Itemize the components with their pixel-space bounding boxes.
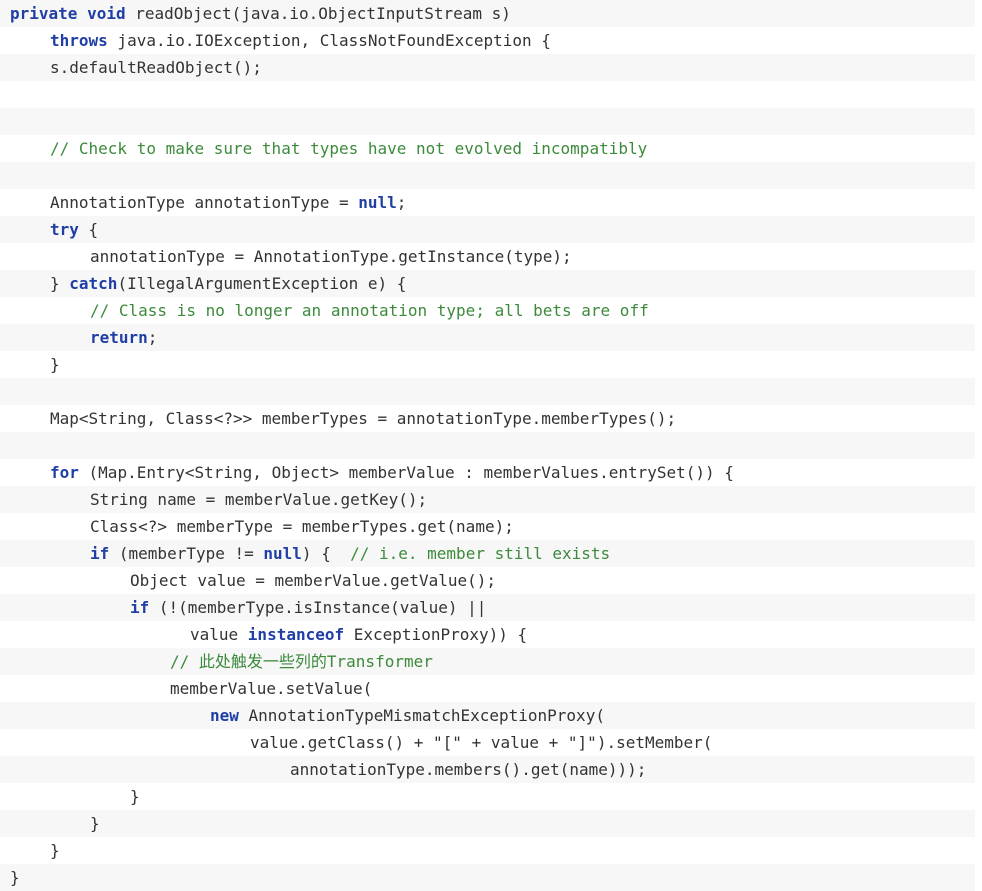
code-line: try { bbox=[0, 216, 975, 243]
code-token-plain: ; bbox=[396, 193, 407, 212]
code-line bbox=[0, 432, 975, 459]
code-token-plain: java.io.IOException, ClassNotFoundExcept… bbox=[107, 31, 551, 50]
code-token-kw: null bbox=[358, 193, 397, 212]
code-token-comment: // i.e. member still exists bbox=[350, 544, 611, 563]
code-token-kw: catch bbox=[69, 274, 118, 293]
code-token-plain: { bbox=[78, 220, 99, 239]
code-line bbox=[0, 162, 975, 189]
code-token-plain: readObject(java.io.ObjectInputStream s) bbox=[125, 4, 511, 23]
code-line: } bbox=[0, 837, 975, 864]
code-token-plain: Map<String, Class<?>> memberTypes = anno… bbox=[50, 409, 677, 428]
code-token-plain: AnnotationTypeMismatchExceptionProxy( bbox=[238, 706, 605, 725]
code-line bbox=[0, 108, 975, 135]
code-token-plain bbox=[77, 4, 87, 23]
code-token-plain: } bbox=[50, 355, 60, 374]
code-token-kw: try bbox=[50, 220, 79, 239]
code-token-plain: (memberType != bbox=[109, 544, 264, 563]
code-token-comment: // Class is no longer an annotation type… bbox=[90, 301, 649, 320]
code-line: } bbox=[0, 810, 975, 837]
code-token-string: "[" bbox=[433, 733, 462, 752]
code-token-kw: return bbox=[90, 328, 148, 347]
code-line: Object value = memberValue.getValue(); bbox=[0, 567, 975, 594]
code-token-kw: if bbox=[90, 544, 110, 563]
code-token-plain: (Map.Entry<String, Object> memberValue :… bbox=[78, 463, 734, 482]
code-token-comment: // Check to make sure that types have no… bbox=[50, 139, 648, 158]
code-token-kw: for bbox=[50, 463, 79, 482]
code-token-kw: null bbox=[263, 544, 302, 563]
code-token-plain: s.defaultReadObject(); bbox=[50, 58, 262, 77]
code-line: } bbox=[0, 864, 975, 891]
code-line: } catch(IllegalArgumentException e) { bbox=[0, 270, 975, 297]
code-token-string: "]" bbox=[567, 733, 597, 752]
code-token-kw: void bbox=[87, 4, 126, 23]
code-line: // Check to make sure that types have no… bbox=[0, 135, 975, 162]
code-token-comment: // 此处触发一些列的Transformer bbox=[170, 652, 433, 671]
code-token-plain: (!(memberType.isInstance(value) || bbox=[149, 598, 487, 617]
code-token-plain: value.getClass() + bbox=[250, 733, 434, 752]
code-line: throws java.io.IOException, ClassNotFoun… bbox=[0, 27, 975, 54]
code-token-kw: private bbox=[10, 4, 78, 23]
code-token-plain: memberValue.setValue( bbox=[170, 679, 373, 698]
code-line: if (!(memberType.isInstance(value) || bbox=[0, 594, 975, 621]
code-token-plain: ExceptionProxy)) { bbox=[344, 625, 528, 644]
code-token-plain: ).setMember( bbox=[596, 733, 713, 752]
code-token-plain: } bbox=[50, 841, 60, 860]
code-token-plain: value bbox=[190, 625, 248, 644]
code-line: Class<?> memberType = memberTypes.get(na… bbox=[0, 513, 975, 540]
code-token-plain: AnnotationType annotationType = bbox=[50, 193, 359, 212]
code-line: new AnnotationTypeMismatchExceptionProxy… bbox=[0, 702, 975, 729]
code-line: // 此处触发一些列的Transformer bbox=[0, 648, 975, 675]
code-line: s.defaultReadObject(); bbox=[0, 54, 975, 81]
code-token-plain: } bbox=[130, 787, 140, 806]
code-line: AnnotationType annotationType = null; bbox=[0, 189, 975, 216]
code-token-plain: } bbox=[90, 814, 100, 833]
code-line bbox=[0, 81, 975, 108]
code-token-plain: ; bbox=[147, 328, 158, 347]
code-token-plain: annotationType.members().get(name))); bbox=[290, 760, 647, 779]
code-token-plain: annotationType = AnnotationType.getInsta… bbox=[90, 247, 572, 266]
code-line: value instanceof ExceptionProxy)) { bbox=[0, 621, 975, 648]
code-token-kw: instanceof bbox=[247, 625, 345, 644]
code-line: private void readObject(java.io.ObjectIn… bbox=[0, 0, 975, 27]
code-line bbox=[0, 378, 975, 405]
code-token-plain: (IllegalArgumentException e) { bbox=[117, 274, 407, 293]
code-line: } bbox=[0, 783, 975, 810]
code-token-kw: if bbox=[130, 598, 150, 617]
code-line: String name = memberValue.getKey(); bbox=[0, 486, 975, 513]
code-line: if (memberType != null) { // i.e. member… bbox=[0, 540, 975, 567]
code-token-plain: Class<?> memberType = memberTypes.get(na… bbox=[90, 517, 514, 536]
code-line: } bbox=[0, 351, 975, 378]
code-token-plain: Object value = memberValue.getValue(); bbox=[130, 571, 497, 590]
code-line: for (Map.Entry<String, Object> memberVal… bbox=[0, 459, 975, 486]
code-token-plain: ) { bbox=[301, 544, 351, 563]
code-token-plain: } bbox=[10, 868, 20, 887]
code-line: // Class is no longer an annotation type… bbox=[0, 297, 975, 324]
code-line: value.getClass() + "[" + value + "]").se… bbox=[0, 729, 975, 756]
code-line: annotationType = AnnotationType.getInsta… bbox=[0, 243, 975, 270]
code-token-plain: } bbox=[50, 274, 70, 293]
code-line: Map<String, Class<?>> memberTypes = anno… bbox=[0, 405, 975, 432]
code-token-kw: throws bbox=[50, 31, 108, 50]
code-line: return; bbox=[0, 324, 975, 351]
code-token-kw: new bbox=[210, 706, 239, 725]
code-token-plain: + value + bbox=[461, 733, 568, 752]
code-line: annotationType.members().get(name))); bbox=[0, 756, 975, 783]
code-line: memberValue.setValue( bbox=[0, 675, 975, 702]
code-token-plain: String name = memberValue.getKey(); bbox=[90, 490, 428, 509]
